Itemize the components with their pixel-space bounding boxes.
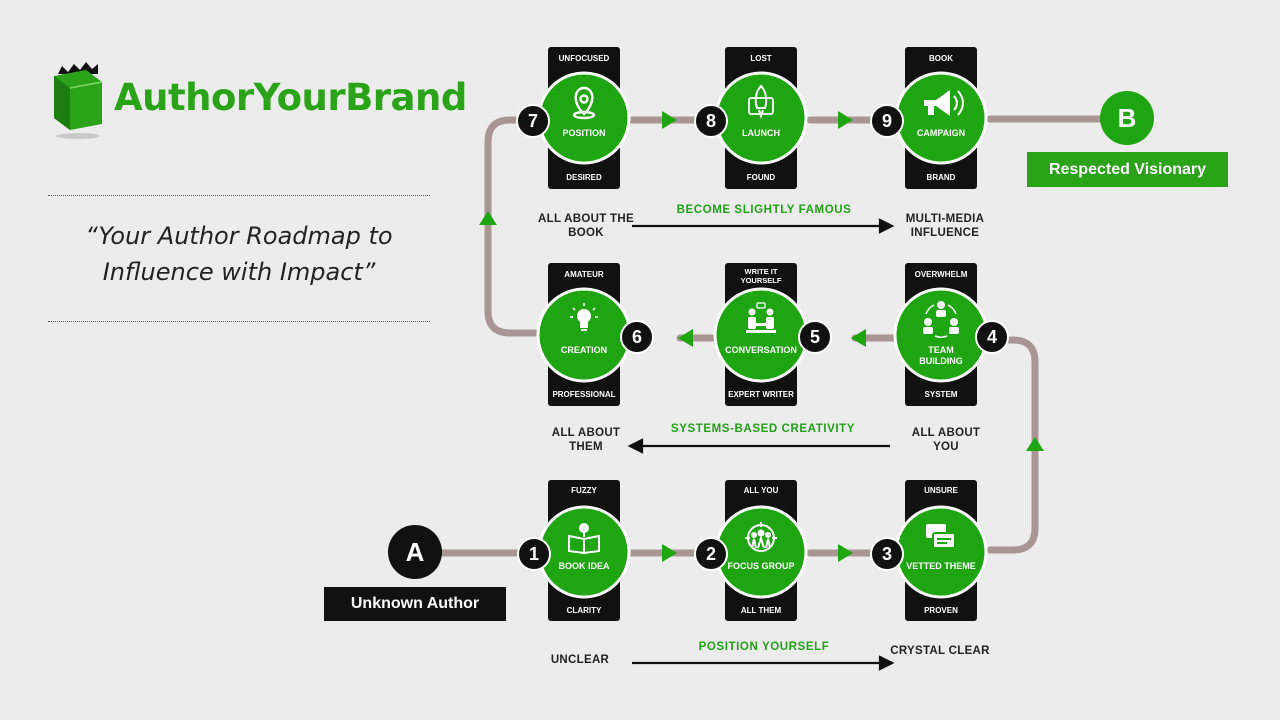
start-marker <box>388 525 442 579</box>
phase-3-to: MULTI-MEDIA INFLUENCE <box>905 213 985 239</box>
step-6-name: CREATION <box>560 345 608 355</box>
step-7-name: POSITION <box>562 128 606 138</box>
start-label: Unknown Author <box>324 587 506 621</box>
step-9-name: CAMPAIGN <box>916 128 966 138</box>
phase-1-from: UNCLEAR <box>550 654 610 666</box>
target-group-icon <box>745 522 777 552</box>
tagline-line-1: “Your Author Roadmap to <box>85 222 393 250</box>
step-7-top: UNFOCUSED <box>558 54 610 63</box>
track-arrows <box>479 111 1044 562</box>
meeting-table-icon <box>746 302 776 333</box>
step-3-number: 3 <box>870 537 904 571</box>
step-9-bottom: BRAND <box>926 173 956 182</box>
phase-2-to: ALL ABOUT THEM <box>551 427 621 453</box>
step-1-top: FUZZY <box>571 486 597 495</box>
book-pin-icon <box>568 523 600 555</box>
step-6-number: 6 <box>620 320 654 354</box>
step-1-number: 1 <box>517 537 551 571</box>
divider-top <box>48 195 430 196</box>
map-pin-icon <box>572 86 596 120</box>
step-4-bottom: SYSTEM <box>924 390 958 399</box>
step-3-bottom: PROVEN <box>924 606 958 615</box>
step-9-top: BOOK <box>929 54 953 63</box>
step-2-name: FOCUS GROUP <box>727 561 795 571</box>
finish-marker-letter: B <box>1117 103 1137 133</box>
stacked-cards-icon <box>926 524 956 549</box>
phase-arrows <box>627 218 895 671</box>
step-2-bottom: ALL THEM <box>740 606 782 615</box>
start-marker-letter: A <box>405 537 425 567</box>
step-7-number: 7 <box>516 104 550 138</box>
step-4-top: OVERWHELM <box>914 270 968 279</box>
step-2-number: 2 <box>694 537 728 571</box>
brand-name: AuthorYourBrand <box>114 76 467 119</box>
step-5-top: WRITE IT YOURSELF <box>740 267 782 285</box>
team-cycle-icon <box>923 301 959 338</box>
step-circles <box>536 71 989 599</box>
divider-bottom <box>48 321 430 322</box>
step-1-name: BOOK IDEA <box>558 561 610 571</box>
tagline-line-2: Influence with Impact” <box>102 258 376 286</box>
phase-2-from: ALL ABOUT YOU <box>911 427 981 453</box>
step-9-number: 9 <box>870 104 904 138</box>
rocket-icon <box>748 84 774 120</box>
step-3-top: UNSURE <box>924 486 958 495</box>
tagline: “Your Author Roadmap to Influence with I… <box>48 218 430 290</box>
step-7-bottom: DESIRED <box>566 173 602 182</box>
step-5-name: CONVERSATION <box>725 345 797 355</box>
step-6-bottom: PROFESSIONAL <box>552 390 616 399</box>
step-4-number: 4 <box>975 320 1009 354</box>
brand-logo: AuthorYourBrand <box>52 60 467 140</box>
phase-2-title: SYSTEMS-BASED CREATIVITY <box>670 423 856 435</box>
step-1-bottom: CLARITY <box>566 606 602 615</box>
phase-1-title: POSITION YOURSELF <box>698 641 830 653</box>
green-book-icon <box>54 62 103 139</box>
phase-3-title: BECOME SLIGHTLY FAMOUS <box>676 204 852 216</box>
lightbulb-icon <box>570 303 598 331</box>
finish-marker <box>1100 91 1154 145</box>
megaphone-icon <box>924 90 964 116</box>
step-8-number: 8 <box>694 104 728 138</box>
finish-label: Respected Visionary <box>1027 152 1228 187</box>
step-8-top: LOST <box>750 54 772 63</box>
step-4-name: TEAM BUILDING <box>919 345 963 366</box>
step-8-bottom: FOUND <box>746 173 776 182</box>
step-2-top: ALL YOU <box>743 486 779 495</box>
step-6-top: AMATEUR <box>564 270 604 279</box>
phase-1-to: CRYSTAL CLEAR <box>890 645 990 657</box>
step-8-name: LAUNCH <box>742 128 780 138</box>
step-5-number: 5 <box>798 320 832 354</box>
phase-3-from: ALL ABOUT THE BOOK <box>538 213 634 239</box>
step-5-bottom: EXPERT WRITER <box>728 390 794 399</box>
step-3-name: VETTED THEME <box>906 561 976 571</box>
